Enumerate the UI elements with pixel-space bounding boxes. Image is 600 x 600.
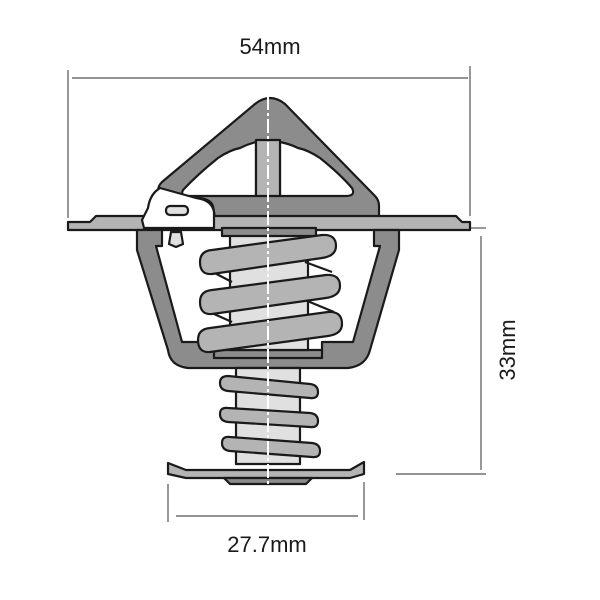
body-height-label: 33mm [495,319,520,381]
lower-spring [218,374,322,459]
upper-spring [196,233,344,354]
bottom-plate [166,460,366,486]
upper-bridge [157,96,381,220]
flange-width-label: 54mm [239,34,301,59]
base-width-label: 27.7mm [227,532,307,557]
dimension-lines [67,66,486,522]
